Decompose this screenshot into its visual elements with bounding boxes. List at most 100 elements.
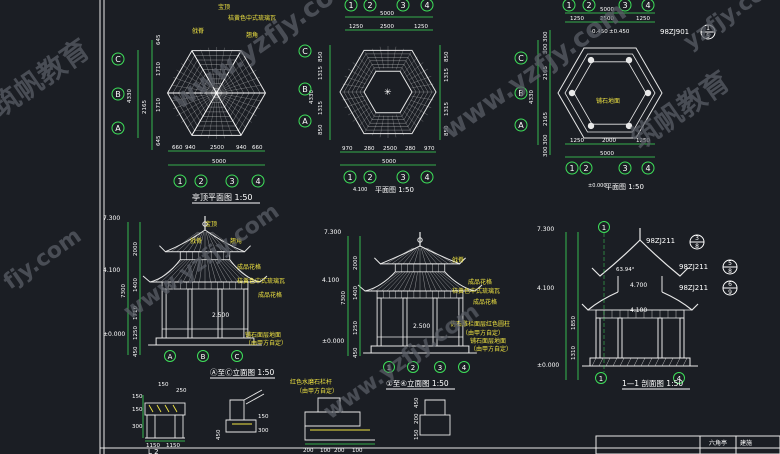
- elev-ac-lower-tile: [209, 259, 217, 283]
- roof-dim-bottom-5: 660: [252, 145, 263, 151]
- roof-tile-ray: [173, 77, 217, 94]
- elev-ac-lower-tile: [182, 259, 196, 283]
- floor-axis-c: C: [302, 47, 308, 56]
- bench-dim-side-2: 150: [132, 407, 143, 413]
- roof-tile-ray: [186, 57, 217, 94]
- elev-ac-dim-1: 2000: [133, 242, 139, 256]
- section-upper-wall: [617, 276, 663, 292]
- elev-ac-lower-tile: [224, 259, 250, 283]
- ground-dim-lines-left: [537, 30, 551, 155]
- floor-dim-right-1: 850: [444, 51, 450, 62]
- bench-dim-top-2: 250: [176, 388, 187, 394]
- elev-ac-axes: A B C: [164, 350, 243, 362]
- step-detail: [304, 397, 375, 441]
- floor-axis-bottom-1: 1: [347, 173, 352, 182]
- elev-14-width: 2.500: [413, 323, 430, 330]
- step-dim-1: 450: [216, 429, 222, 440]
- elev-14-level-top: 7.300: [324, 229, 341, 236]
- right-dim-3: 450: [414, 397, 420, 408]
- floor-tile-ray: [344, 100, 366, 108]
- floor-dim-lines-bottom: [340, 151, 436, 166]
- ground-dim-bottom-1: 1250: [570, 138, 584, 144]
- bench-dim-side-3: 300: [132, 424, 143, 430]
- elev-ac-corner-label: 翘角: [230, 237, 242, 245]
- section-axis-4: 4: [677, 375, 682, 383]
- roof-dims-left: [137, 40, 153, 150]
- elev-ac-lower-tile: [227, 259, 255, 283]
- roof-axes-left: C B A: [111, 52, 125, 135]
- elev-14-axis-2: 2: [411, 364, 415, 372]
- roof-axis-1: 1: [177, 177, 182, 186]
- elev-ac-dim-2: 7300: [121, 284, 127, 298]
- step-dim-3: 300: [258, 428, 269, 434]
- ground-axes-bottom: 1 2 3 4: [565, 161, 655, 175]
- section-ref1-den: 8: [695, 243, 699, 250]
- floor-tile-ray: [411, 83, 434, 88]
- roof-dim-bottom-3: 2500: [210, 145, 224, 151]
- elev-14-axis-3: 3: [438, 364, 442, 372]
- floor-tile-ray: [406, 62, 424, 77]
- ground-step-outline: [564, 53, 656, 133]
- ground-dim-bottom-3: 1250: [636, 138, 650, 144]
- roof-tile-ray: [208, 47, 217, 94]
- bench-label: L 2: [148, 448, 159, 454]
- ground-dim-lines-top: [565, 12, 655, 23]
- roof-tile-ray: [216, 92, 233, 137]
- ground-axis-top-1: 1: [566, 1, 571, 10]
- section-base-hatch: [654, 357, 660, 367]
- elev-ac-upper-tile: [193, 231, 203, 252]
- elev-14-title: ①至④立面图 1:50: [386, 378, 449, 388]
- floor-dim-bottom-1: 970: [342, 146, 353, 152]
- floor-tile-ray: [372, 114, 380, 136]
- elev-ac-glaze-label: 桔黄色中式琉璃瓦: [237, 277, 285, 285]
- elev-14-lower-tile: [442, 271, 470, 292]
- floor-tile-ray: [410, 100, 432, 108]
- ground-axes-top: 1 2 3 4: [562, 0, 655, 12]
- elev-14-upper-tile: [397, 247, 416, 264]
- ground-dim-left-6: 300: [543, 134, 549, 145]
- ground-plan-title: 平面图 1:50: [605, 183, 644, 191]
- section-dim-4100: 4.100: [630, 307, 647, 314]
- elev-ac-lower-tile: [166, 259, 188, 283]
- elev-ac-dim-5: 1250: [133, 326, 139, 340]
- elev-14-upper-tile: [421, 247, 426, 264]
- elev-14-lower-tile: [437, 271, 459, 292]
- title-block: 六角亭 建施: [595, 435, 780, 454]
- elev-14-dim-3: 1400: [353, 286, 359, 300]
- floor-tile-ray: [364, 52, 377, 72]
- railing-detail: [225, 389, 265, 433]
- floor-tile-ray: [358, 110, 373, 128]
- roof-dim-bottom-4: 940: [236, 145, 247, 151]
- roof-dim-bottom-1: 660: [172, 145, 183, 151]
- elev-14-axis-1: 1: [387, 364, 391, 372]
- elev-14-lower-tile: [422, 271, 426, 292]
- floor-axis-top-3: 3: [400, 1, 405, 10]
- section-ref2-num: 5: [728, 260, 732, 267]
- roof-plan-title: 亭顶平面图 1:50: [192, 192, 253, 202]
- roof-axis-b: B: [115, 90, 121, 99]
- right-detail: [419, 399, 451, 436]
- elev-14-lower-tile: [434, 271, 454, 292]
- floor-axis-top-1: 1: [348, 1, 353, 10]
- floor-dim-left-4: 1315: [318, 101, 324, 115]
- roof-tile-ray: [181, 92, 217, 123]
- section-axis-top: 1: [602, 224, 606, 232]
- elev-ac-dim-4: 1710: [133, 306, 139, 320]
- floor-tile-ray: [352, 107, 370, 122]
- elev-ac-lower-tile: [212, 259, 222, 283]
- floor-tile-ray: [411, 96, 434, 101]
- floor-hexagon: [339, 46, 437, 138]
- ground-axis-top-4: 4: [645, 1, 650, 10]
- elev-14-lower-tile: [408, 271, 416, 292]
- section-base-hatch: [598, 357, 604, 367]
- elev-ac-lower-tile: [222, 259, 244, 283]
- ground-dim-left-3: 2165: [543, 66, 549, 80]
- ground-axis-b: B: [518, 89, 524, 98]
- elev-14-dim-2: 7300: [341, 291, 347, 305]
- bench-dim-lines: [142, 395, 185, 442]
- step-dim-bottom-4: 100: [352, 448, 363, 454]
- section-ref3-tag: 98ZJ211: [679, 284, 708, 292]
- bench-dim-bottom-2: 1150: [166, 443, 180, 449]
- roof-axis-c: C: [115, 55, 121, 64]
